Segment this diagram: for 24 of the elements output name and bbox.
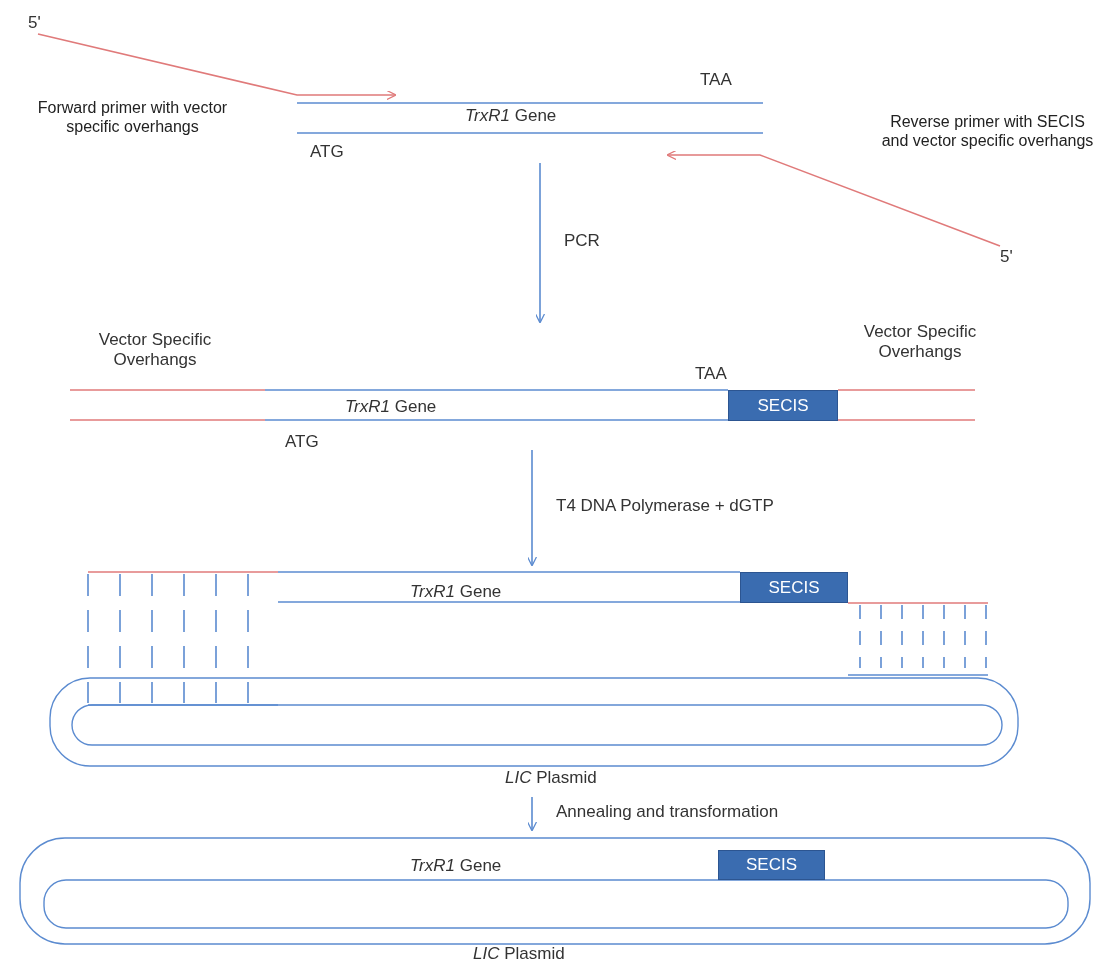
secis-element-box: SECIS [728,390,838,421]
secis-element-box: SECIS [718,850,825,880]
strand-end-label: 5' [1000,247,1013,267]
arrow [534,162,546,324]
primer-label: Reverse primer with SECIS and vector specific overhangs [880,112,1095,150]
gene-label: TrxR1 Gene [345,397,437,417]
secis-element-box: SECIS [740,572,848,603]
codon-label: ATG [285,432,319,452]
primer-arrow [666,149,1001,247]
gene-label: TrxR1 Gene [465,106,557,126]
codon-label: TAA [700,70,732,90]
plasmid-label: LIC Plasmid [473,944,565,964]
plasmid-label: LIC Plasmid [505,768,597,788]
overhang-label: Vector Specific Overhangs [862,322,978,362]
codon-label: TAA [695,364,727,384]
arrow [526,449,538,567]
gene-label: TrxR1 Gene [410,856,502,876]
primer-label: Forward primer with vector specific overhangs [36,98,229,136]
overhang-label: Vector Specific Overhangs [97,330,213,370]
codon-label: ATG [310,142,344,162]
strand-end-label: 5' [28,13,41,33]
gene-label: TrxR1 Gene [410,582,502,602]
arrow [526,796,538,832]
primer-arrow [37,33,397,101]
